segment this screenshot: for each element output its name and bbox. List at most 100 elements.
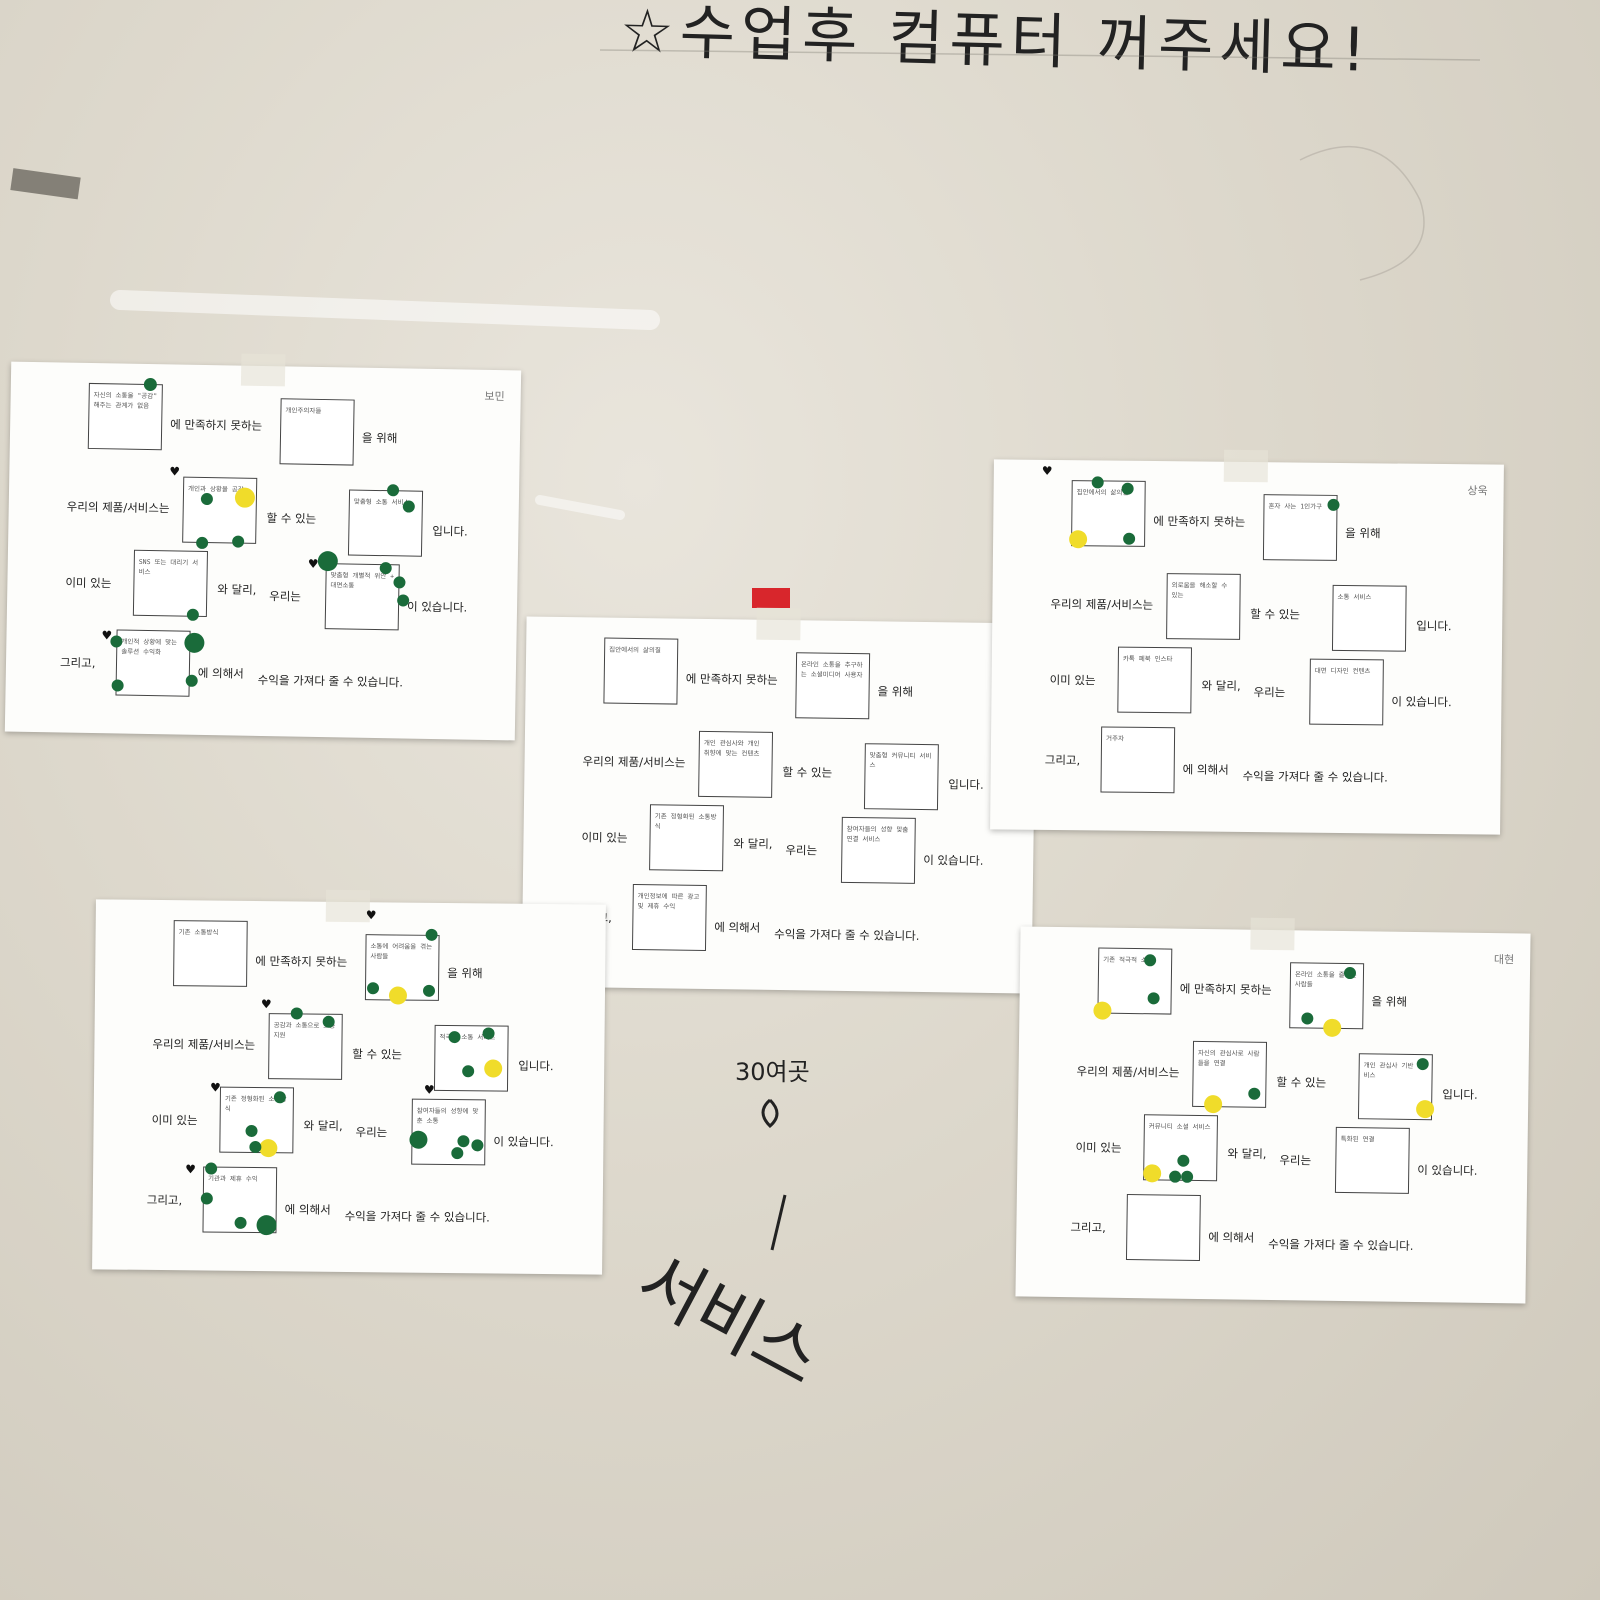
template-label-for-suffix: 을 위해 xyxy=(1345,526,1381,541)
sheet-box-competitor: SNS 또는 대리기 서비스 xyxy=(132,549,208,618)
sheet-box-category: 적극적 소통 서비스 xyxy=(433,1024,509,1092)
green-vote-sticker xyxy=(422,984,436,997)
sheet-box-category: 맞춤형 커뮤니티 서비스 xyxy=(863,743,939,811)
template-label-dissatisfied-suffix: 에 만족하지 못하는 xyxy=(170,417,263,433)
template-label-our-product: 우리의 제품/서비스는 xyxy=(1076,1064,1180,1080)
green-vote-sticker xyxy=(256,1215,277,1236)
template-label-profit: 수익을 가져다 줄 수 있습니다. xyxy=(1268,1236,1414,1253)
template-label-our-product: 우리의 제품/서비스는 xyxy=(66,499,170,516)
green-vote-sticker xyxy=(409,1130,428,1149)
template-label-is-suffix: 입니다. xyxy=(948,777,984,792)
sheet-box-competitor: 카톡 페북 인스타 xyxy=(1117,646,1192,714)
template-label-have-suffix: 이 있습니다. xyxy=(493,1134,554,1150)
heart-mark: ♥ xyxy=(1041,463,1053,478)
template-label-by: 에 의해서 xyxy=(714,920,761,935)
template-label-unlike: 와 달리, xyxy=(1201,678,1241,693)
template-label-can-do: 할 수 있는 xyxy=(266,511,317,526)
sheet-box-solution: 개인과 상황을 공감 xyxy=(182,476,258,544)
green-vote-sticker xyxy=(1248,1087,1261,1100)
template-label-for-suffix: 을 위해 xyxy=(877,684,914,699)
green-vote-sticker xyxy=(366,982,380,995)
green-vote-sticker xyxy=(448,1031,461,1044)
template-label-profit: 수익을 가져다 줄 수 있습니다. xyxy=(257,672,404,690)
template-label-is-suffix: 입니다. xyxy=(1416,618,1452,634)
yellow-vote-sticker xyxy=(1143,1164,1162,1183)
template-label-can-do: 할 수 있는 xyxy=(1250,607,1301,622)
sheet-box-revenue xyxy=(1125,1193,1201,1261)
heart-mark: ♥ xyxy=(260,997,272,1012)
template-label-existing: 이미 있는 xyxy=(151,1112,198,1128)
template-label-and: 그리고, xyxy=(59,655,96,671)
template-label-is-suffix: 입니다. xyxy=(518,1058,554,1074)
template-label-we: 우리는 xyxy=(1253,685,1286,700)
sheet-box-revenue: 개인적 상황에 맞는 솔루션 수익화 xyxy=(115,629,191,697)
sheet-box-problem: 기존 소통방식 xyxy=(173,920,248,987)
green-vote-sticker xyxy=(482,1027,495,1040)
green-vote-sticker xyxy=(185,674,198,687)
green-vote-sticker xyxy=(457,1135,470,1148)
green-vote-sticker xyxy=(1169,1170,1182,1183)
sheet-box-problem: 자신의 소통을 "공감" 해주는 관계가 없음 xyxy=(87,382,163,451)
green-vote-sticker xyxy=(1343,966,1357,980)
template-label-for-suffix: 을 위해 xyxy=(1371,994,1408,1009)
heart-mark: ♥ xyxy=(185,1162,196,1177)
template-label-is-suffix: 입니다. xyxy=(432,523,468,539)
heart-mark: ♥ xyxy=(307,556,319,571)
sheet-box-revenue: 개인정보에 따른 광고 및 제휴 수익 xyxy=(631,883,707,951)
green-vote-sticker xyxy=(471,1139,484,1152)
green-vote-sticker xyxy=(273,1091,286,1104)
yellow-vote-sticker xyxy=(484,1059,503,1078)
template-label-can-do: 할 수 있는 xyxy=(1276,1075,1327,1090)
sheet-box-customer: 온라인 소통을 추구하는 소셜미디어 사용자 xyxy=(795,652,871,720)
template-label-profit: 수익을 가져다 줄 수 있습니다. xyxy=(344,1208,490,1225)
template-label-profit: 수익을 가져다 줄 수 있습니다. xyxy=(774,926,920,943)
template-label-by: 에 의해서 xyxy=(1208,1230,1255,1245)
template-label-we: 우리는 xyxy=(269,589,302,604)
heart-mark: ♥ xyxy=(423,1082,435,1097)
template-label-have-suffix: 이 있습니다. xyxy=(1391,694,1452,710)
green-vote-sticker xyxy=(234,1216,247,1229)
template-label-our-product: 우리의 제품/서비스는 xyxy=(582,754,686,770)
yellow-vote-sticker xyxy=(1415,1099,1435,1119)
template-label-by: 에 의해서 xyxy=(197,665,244,681)
green-vote-sticker xyxy=(249,1140,262,1154)
green-vote-sticker xyxy=(184,632,205,653)
template-label-is-suffix: 입니다. xyxy=(1442,1087,1478,1102)
template-label-and: 그리고, xyxy=(1044,752,1081,768)
template-label-unlike: 와 달리, xyxy=(1227,1146,1267,1161)
sheet-box-solution: 외로움을 해소할 수 있는 xyxy=(1166,573,1241,640)
sheet-name-tag: 상욱 xyxy=(1467,484,1488,498)
green-vote-sticker xyxy=(322,1015,335,1028)
template-label-can-do: 할 수 있는 xyxy=(352,1047,403,1062)
template-label-have-suffix: 이 있습니다. xyxy=(406,599,468,615)
template-label-can-do: 할 수 있는 xyxy=(782,765,833,780)
yellow-vote-sticker xyxy=(1093,1001,1112,1020)
green-vote-sticker xyxy=(245,1124,258,1138)
green-vote-sticker xyxy=(1121,482,1134,495)
green-vote-sticker xyxy=(1123,532,1136,545)
sheet-box-solution: 개인 관심사와 개인 취향에 맞는 컨텐츠 xyxy=(698,730,774,798)
yellow-vote-sticker xyxy=(388,986,408,1005)
template-label-we: 우리는 xyxy=(355,1125,388,1140)
green-vote-sticker xyxy=(232,535,245,548)
tape-strip xyxy=(756,607,801,641)
tape-strip xyxy=(1250,917,1295,951)
yellow-vote-sticker xyxy=(1069,530,1088,549)
sheet-box-problem: 집안에서의 삶의질 xyxy=(603,637,679,705)
sheet-name-tag: 보민 xyxy=(484,389,505,404)
tape-strip xyxy=(1223,449,1269,483)
green-vote-sticker xyxy=(1416,1058,1429,1071)
template-label-unlike: 와 달리, xyxy=(217,582,257,597)
green-vote-sticker xyxy=(196,536,209,550)
template-label-existing: 이미 있는 xyxy=(1049,672,1096,688)
template-label-and: 그리고, xyxy=(1070,1220,1106,1235)
template-label-unlike: 와 달리, xyxy=(303,1118,343,1133)
template-label-profit: 수익을 가져다 줄 수 있습니다. xyxy=(1242,768,1388,785)
tape-strip xyxy=(240,353,286,387)
yellow-vote-sticker xyxy=(1323,1018,1342,1037)
template-label-our-product: 우리의 제품/서비스는 xyxy=(152,1036,256,1053)
